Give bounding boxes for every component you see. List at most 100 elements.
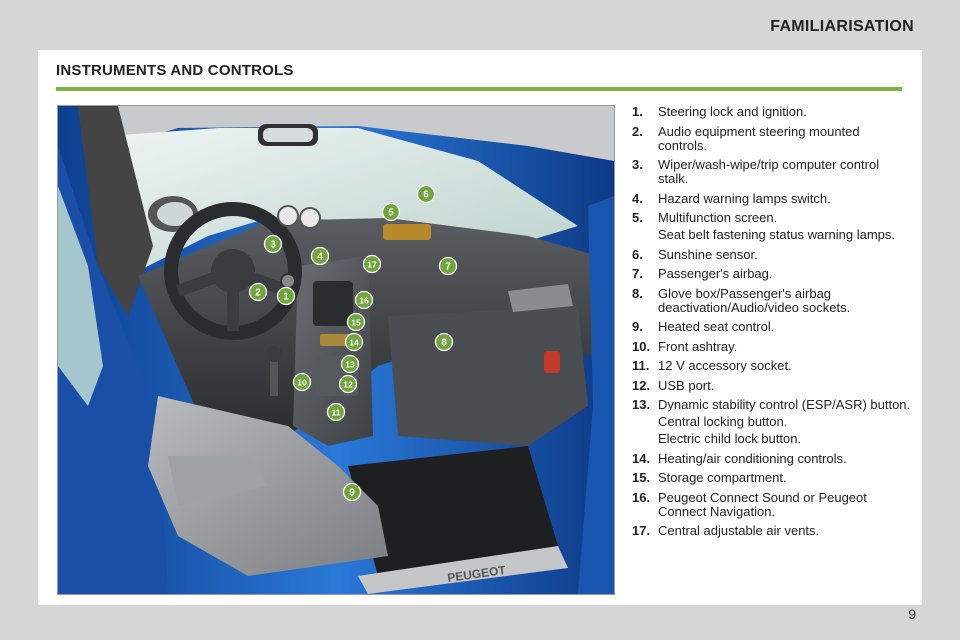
callout-badge-label: 7 [445, 262, 451, 273]
legend-text: Wiper/wash-wipe/trip computer control st… [658, 157, 880, 186]
callout-badge-label: 8 [441, 338, 447, 349]
legend-text: Glove box/Passenger's airbag deactivatio… [658, 285, 851, 315]
door-frame-right [578, 196, 614, 594]
a-pillar [78, 106, 153, 316]
legend-text: USB port. [658, 377, 715, 393]
legend-item: 9.Heated seat control. [632, 320, 912, 334]
callout-badge-13: 13 [340, 354, 360, 374]
callout-badge-circle [416, 184, 436, 204]
callout-badge-circle [338, 374, 358, 394]
callout-badge-circle [340, 354, 360, 374]
callout-badge-label: 14 [349, 338, 359, 348]
roof-lining [98, 106, 614, 161]
legend-item: 2.Audio equipment steering mounted contr… [632, 123, 912, 153]
callout-badge-circle [248, 282, 268, 302]
callout-badge-17: 17 [362, 254, 382, 274]
callout-badge-label: 9 [349, 488, 355, 499]
passenger-vent [508, 284, 573, 312]
callout-badge-12: 12 [338, 374, 358, 394]
callout-badge-label: 12 [343, 380, 353, 390]
legend-list: 1. Steering lock and ignition. 2.Audio equ… [632, 105, 912, 544]
steering-wheel-spokes [175, 265, 291, 331]
legend-text: Electric child lock button. [658, 431, 802, 446]
legend-text: Steering lock and ignition. [658, 104, 807, 119]
legend-item: 5.Multifunction screen.Seat belt fasteni… [632, 211, 912, 242]
page-sheet: INSTRUMENTS AND CONTROLS [38, 50, 922, 605]
multifunction-screen [383, 224, 431, 240]
rearview-mirror-glass [263, 128, 313, 142]
legend-item: 4.Hazard warning lamps switch. [632, 191, 912, 206]
callout-badge-circle [342, 482, 362, 502]
legend-number: 12. [632, 377, 651, 393]
callout-badge-5: 5 [381, 202, 401, 222]
legend-number: 1. [632, 104, 643, 119]
legend-item: 13.Dynamic stability control (ESP/ASR) b… [632, 398, 912, 446]
legend-item: 12. USB port. [632, 377, 912, 393]
legend-number: 11. [632, 358, 650, 373]
callout-badge-label: 10 [297, 378, 307, 388]
airbag-deactivation-warning [544, 351, 560, 373]
callout-badge-11: 11 [326, 402, 346, 422]
callout-badge-label: 4 [317, 252, 323, 263]
callout-badge-9: 9 [342, 482, 362, 502]
legend-item: 3.Wiper/wash-wipe/trip computer control … [632, 158, 912, 186]
legend-number: 14. [632, 450, 651, 466]
instrument-dial-right [299, 207, 321, 229]
legend-text: 12 V accessory socket. [658, 358, 792, 373]
callout-badge-label: 6 [423, 190, 429, 201]
legend-number: 7. [632, 266, 643, 281]
legend-text: Storage compartment. [658, 470, 787, 485]
legend-text: Heating/air conditioning controls. [658, 450, 847, 466]
legend-text: Central adjustable air vents. [658, 523, 820, 538]
legend-text: Audio equipment steering mounted control… [658, 123, 860, 153]
legend-number: 13. [632, 397, 651, 412]
legend-number: 5. [632, 210, 643, 225]
gear-knob [266, 346, 282, 362]
legend-number: 9. [632, 319, 643, 334]
page-title: INSTRUMENTS AND CONTROLS [56, 62, 294, 79]
legend-item: 15.Storage compartment. [632, 471, 912, 485]
callout-badge-16: 16 [354, 290, 374, 310]
callout-badge-8: 8 [434, 332, 454, 352]
instrument-dial-left [277, 205, 299, 227]
callout-badge-6: 6 [416, 184, 436, 204]
legend-number: 10. [632, 338, 651, 354]
side-mirror-glass [157, 202, 193, 226]
legend-number: 16. [632, 489, 651, 505]
callout-badge-label: 13 [345, 360, 355, 370]
console-vents [313, 281, 353, 326]
legend-text: Peugeot Connect Sound or Peugeot Connect… [658, 489, 867, 519]
callout-badge-circle [263, 234, 283, 254]
passenger-footwell [348, 446, 558, 576]
callout-badge-label: 17 [367, 260, 377, 270]
page-number: 9 [908, 606, 916, 622]
callout-badge-label: 16 [359, 296, 369, 306]
legend-item: 16. Peugeot Connect Sound or Peugeot Conn… [632, 489, 912, 519]
section-label: FAMILIARISATION [770, 18, 914, 35]
sill-plate [358, 546, 568, 594]
callout-badge-2: 2 [248, 282, 268, 302]
callout-badge-15: 15 [346, 312, 366, 332]
callout-badge-circle [346, 312, 366, 332]
callout-badge-3: 3 [263, 234, 283, 254]
callout-badge-label: 5 [388, 208, 394, 219]
door-frame-left [58, 146, 168, 594]
ignition-lock [280, 273, 296, 289]
callout-badge-circle [292, 372, 312, 392]
side-window [58, 186, 103, 406]
legend-text: Multifunction screen. [658, 210, 778, 225]
callout-badge-10: 10 [292, 372, 312, 392]
glove-box [388, 306, 588, 446]
callout-badge-circle [354, 290, 374, 310]
callout-badge-1: 1 [276, 286, 296, 306]
callout-badge-label: 11 [332, 408, 341, 418]
legend-item: 14. Heating/air conditioning controls. [632, 450, 912, 466]
seat-cushion [168, 456, 268, 506]
callout-badge-circle [438, 256, 458, 276]
gear-lever [270, 356, 278, 396]
legend-text: Passenger's airbag. [658, 266, 773, 281]
page-header: FAMILIARISATION [0, 0, 960, 50]
callout-badge-circle [381, 202, 401, 222]
